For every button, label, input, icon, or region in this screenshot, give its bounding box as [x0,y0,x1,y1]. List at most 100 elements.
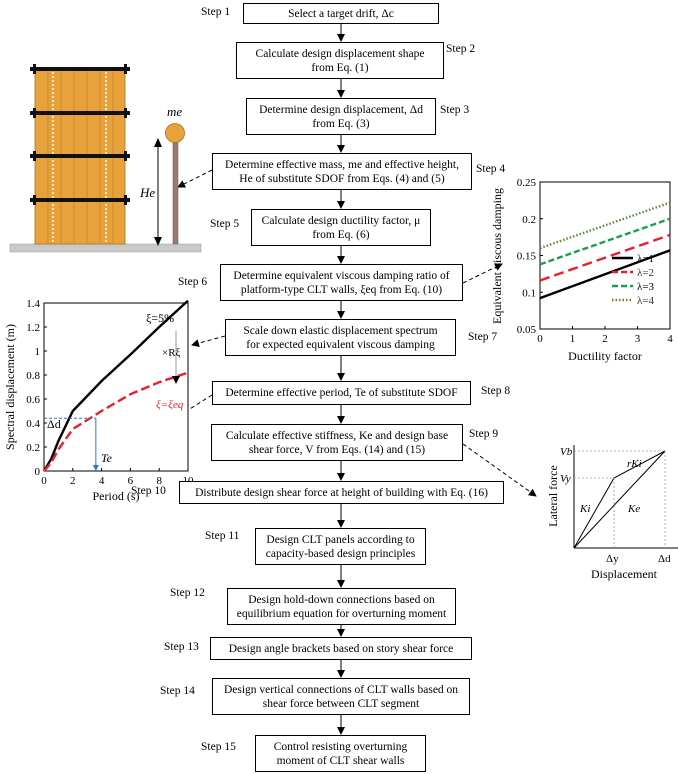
damping-xtick-label: 1 [570,333,576,345]
step-8-line-1: Determine effective period, Te of substi… [225,387,458,399]
force-displacement-chart: Vb Vy rKi Ki Ke Δy Δd Lateral force Disp… [546,445,678,581]
step-5-label: Step 5 [210,218,240,230]
step-9-box: Calculate effective stiffness, Ke and de… [211,424,463,461]
step-14-line-2: shear force between CLT segment [262,697,420,710]
step-2-line-1: Calculate design displacement shape [255,47,425,60]
force-xlabel: Displacement [591,567,658,581]
spectrum-ytick-label: 1.4 [26,298,40,310]
step-13-box: Design angle brackets based on story she… [210,637,472,660]
step-1-text: Select a target drift, Δc [288,7,394,20]
force-ylabel: Lateral force [546,465,560,527]
step-9-label: Step 9 [469,428,499,440]
step-8-box: Determine effective period, Te of substi… [212,381,471,405]
spectrum-plot-area [43,302,189,472]
spectrum-series-damped [43,371,189,472]
step-6-label: Step 6 [178,276,208,288]
damping-xtick-label: 4 [667,333,673,345]
step-7-label: Step 7 [468,331,498,343]
spectrum-xtick-label: 4 [99,475,105,487]
step-3-label: Step 3 [440,104,470,116]
step-11-label: Step 11 [205,530,240,542]
damping-ytick-label: 0.25 [517,177,537,189]
step-13-label: Step 13 [164,641,199,653]
step-7-line-1: Scale down elastic displacement spectrum [243,324,438,337]
spectrum-ytick-label: 0 [35,466,41,478]
step-8-label: Step 8 [481,385,511,397]
force-label-vy: Vy [560,473,571,485]
damping-legend-label: λ=1 [637,253,654,265]
spectrum-label-damped-eq: ξ=ξeq [156,399,184,411]
step-11-line-2: capacity-based design principles [265,547,416,560]
step-1-label: Step 1 [201,6,231,18]
step-5-line-2: from Eq. (6) [312,228,370,241]
effective-mass [165,123,185,143]
step-14-box: Design vertical connections of CLT walls… [212,678,470,715]
step-4-line-1: Determine effective mass, me and effecti… [225,158,459,171]
damping-series-line-3 [539,217,671,266]
force-label-vb: Vb [560,446,573,458]
effective-mass-label: me [167,104,182,119]
spectrum-ytick-label: 0.8 [26,370,40,382]
spectrum-chart: 024681000.20.40.60.811.21.4 Spectral dis… [3,298,194,503]
damping-series-line-2 [539,233,671,282]
damping-legend-label: λ=3 [637,281,655,293]
spectrum-ytick-label: 0.2 [26,442,40,454]
step-2-line-2: from Eq. (1) [311,61,369,74]
step-10-label: Step 10 [131,485,166,497]
connector-step7-spectrum [191,335,226,348]
spectrum-ylabel: Spectral displacement (m) [3,324,17,450]
force-label-rki: rKi [627,458,642,470]
spectrum-ytick-label: 0.4 [26,418,40,430]
step-12-line-2: equilibrium equation for overturning mom… [236,607,447,620]
step-7-box: Scale down elastic displacement spectrum… [225,319,456,356]
step-3-line-2: from Eq. (3) [312,117,370,130]
force-label-ki: Ki [579,503,590,515]
spectrum-ytick-label: 1 [35,346,41,358]
spectrum-xlabel: Period (s) [93,489,140,503]
step-5-line-1: Calculate design ductility factor, μ [261,214,421,227]
step-13-line-1: Design angle brackets based on story she… [228,642,454,655]
damping-legend: λ=1 λ=2 λ=3 λ=4 [612,253,655,307]
damping-series-line-1 [539,249,671,300]
spectrum-xtick-label: 0 [41,475,47,487]
spectrum-label-scale: ×Rξ [162,347,181,359]
spectrum-xtick-label: 8 [156,475,162,487]
damping-ytick-label: 0.05 [517,324,537,336]
step-6-line-2: platform-type CLT walls, ξeq from Eq. (1… [240,283,443,296]
step-3-line-1: Determine design displacement, Δd [259,103,423,116]
damping-xtick-label: 3 [635,333,641,345]
damping-xtick-label: 2 [602,333,608,345]
step-9-line-1: Calculate effective stiffness, Ke and de… [225,429,449,442]
step-1-box: Select a target drift, Δc [243,3,439,24]
step-15-label: Step 15 [201,741,236,753]
step-15-line-2: moment of CLT shear walls [276,754,405,767]
step-14-label: Step 14 [160,685,195,697]
step-4-label: Step 4 [476,163,506,175]
connector-step4-building [177,169,213,188]
step-4-box: Determine effective mass, me and effecti… [212,153,472,190]
spectrum-series-elastic [42,299,189,472]
step-14-line-1: Design vertical connections of CLT walls… [223,683,459,696]
floor-slabs [30,67,130,202]
effective-stiffness-line [573,450,666,549]
spectrum-ytick-label: 0.6 [26,394,40,406]
step-7-line-2: for expected equivalent viscous damping [246,338,435,351]
step-12-label: Step 12 [170,587,205,599]
spectrum-ytick-label: 1.2 [26,322,40,334]
damping-ylabel: Equivalent viscous damping [490,188,504,324]
step-6-box: Determine equivalent viscous damping rat… [220,264,463,301]
damping-ytick-label: 0.15 [517,251,537,263]
sdof-stick [172,140,179,245]
damping-legend-label: λ=4 [637,295,655,307]
damping-legend-label: λ=2 [637,267,654,279]
step-10-box: Distribute design shear force at height … [179,481,504,504]
